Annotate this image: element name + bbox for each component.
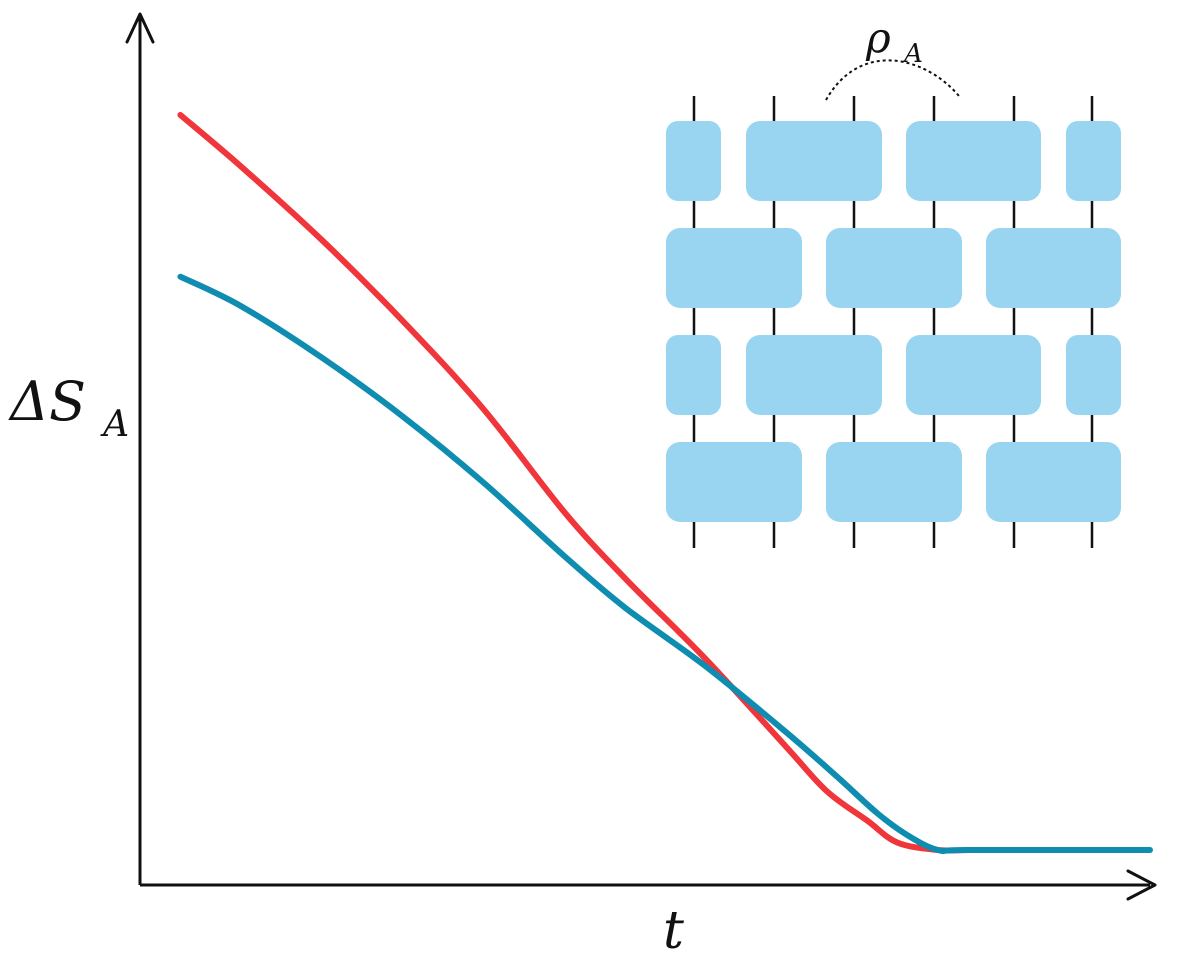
inset-diagram: ρ A	[666, 13, 1121, 548]
y-axis-label: ΔS A	[8, 370, 129, 445]
series-line-2	[177, 273, 1153, 855]
gate-row2-a	[666, 228, 802, 308]
rho-a-bracket	[825, 59, 960, 101]
y-axis-label-subscript: A	[100, 404, 129, 445]
y-axis-label-main: ΔS	[8, 370, 86, 433]
rho-a-label: ρ A	[865, 13, 923, 69]
x-axis-label: t	[663, 901, 684, 961]
rho-a-label-subscript: A	[902, 39, 923, 69]
gate-row4-c	[986, 442, 1121, 522]
gate-row4-b	[826, 442, 962, 522]
gate-row1-a	[746, 121, 882, 201]
gate-row1-left-edge	[666, 121, 721, 201]
gate-row3-b	[906, 335, 1041, 415]
gate-row2-b	[826, 228, 962, 308]
gate-row2-c	[986, 228, 1121, 308]
x-axis-arrow	[1126, 869, 1157, 901]
gate-row3-left-edge	[666, 335, 721, 415]
series-line-1	[177, 112, 972, 854]
gate-row4-a	[666, 442, 802, 522]
y-axis-arrow	[125, 12, 155, 44]
gate-row3-a	[746, 335, 882, 415]
gates	[666, 121, 1121, 522]
gate-row1-b	[906, 121, 1041, 201]
gate-row3-right-edge	[1066, 335, 1121, 415]
plot-lines	[177, 112, 1153, 855]
gate-row1-right-edge	[1066, 121, 1121, 201]
axes	[125, 12, 1157, 901]
axis-labels: ΔS A t	[8, 370, 684, 961]
rho-a-label-main: ρ	[865, 13, 891, 62]
